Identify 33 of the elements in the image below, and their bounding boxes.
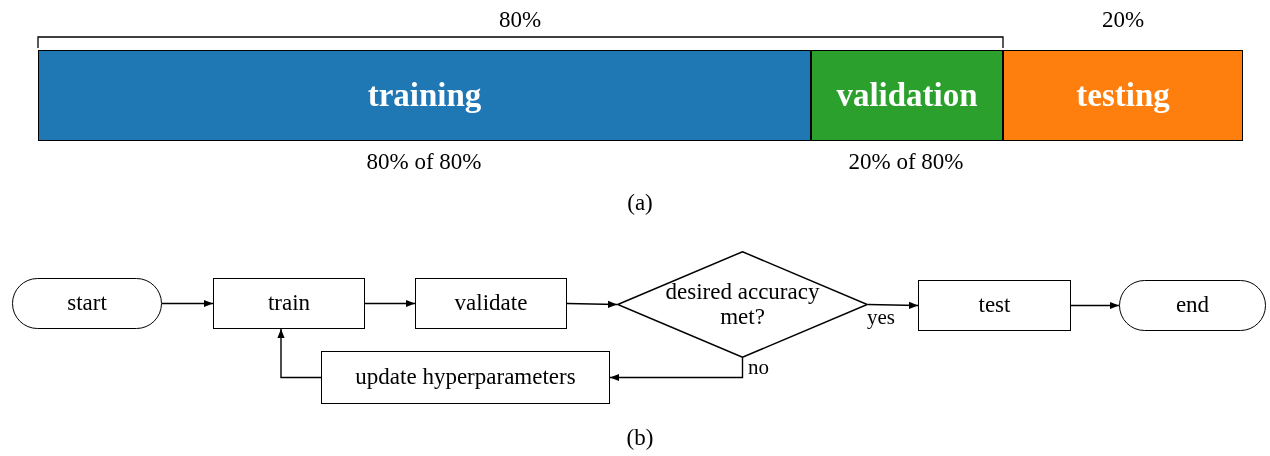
- process-box: [213, 278, 365, 329]
- node-label: validate: [454, 291, 528, 316]
- segment-label: testing: [1076, 77, 1170, 114]
- segment-label: training: [367, 77, 482, 114]
- node-label: update hyperparameters: [355, 365, 576, 390]
- node-label: train: [267, 291, 311, 316]
- percentage-label: 20%: [1101, 7, 1145, 33]
- terminal-box: [12, 278, 162, 329]
- process-box: [415, 278, 567, 329]
- segment-label: validation: [836, 77, 978, 114]
- arrow: [364, 299, 416, 308]
- node-label: end: [1175, 293, 1210, 318]
- node-label: desired accuracy met?: [664, 280, 821, 329]
- terminal-box: [1119, 280, 1266, 331]
- decision-diamond: [617, 251, 868, 358]
- arrow: [609, 357, 744, 382]
- arrow: [1070, 301, 1120, 310]
- process-box: [321, 351, 610, 404]
- arrow: [566, 300, 618, 308]
- percentage-label: 20% of 80%: [848, 149, 964, 175]
- process-box: [918, 280, 1071, 331]
- percentage-label: 80% of 80%: [366, 149, 482, 175]
- arrow: [277, 328, 322, 379]
- dataset-split-bar: [38, 50, 811, 141]
- percentage-label: 80%: [498, 7, 542, 33]
- node-label: start: [67, 291, 107, 316]
- dataset-split-bar: [811, 50, 1003, 141]
- subfigure-caption: (a): [627, 190, 653, 216]
- dataset-split-bar: [1003, 50, 1243, 141]
- node-label: test: [978, 293, 1011, 318]
- arrow: [161, 299, 214, 308]
- subfigure-caption: (b): [626, 425, 654, 451]
- arrow: [867, 301, 919, 309]
